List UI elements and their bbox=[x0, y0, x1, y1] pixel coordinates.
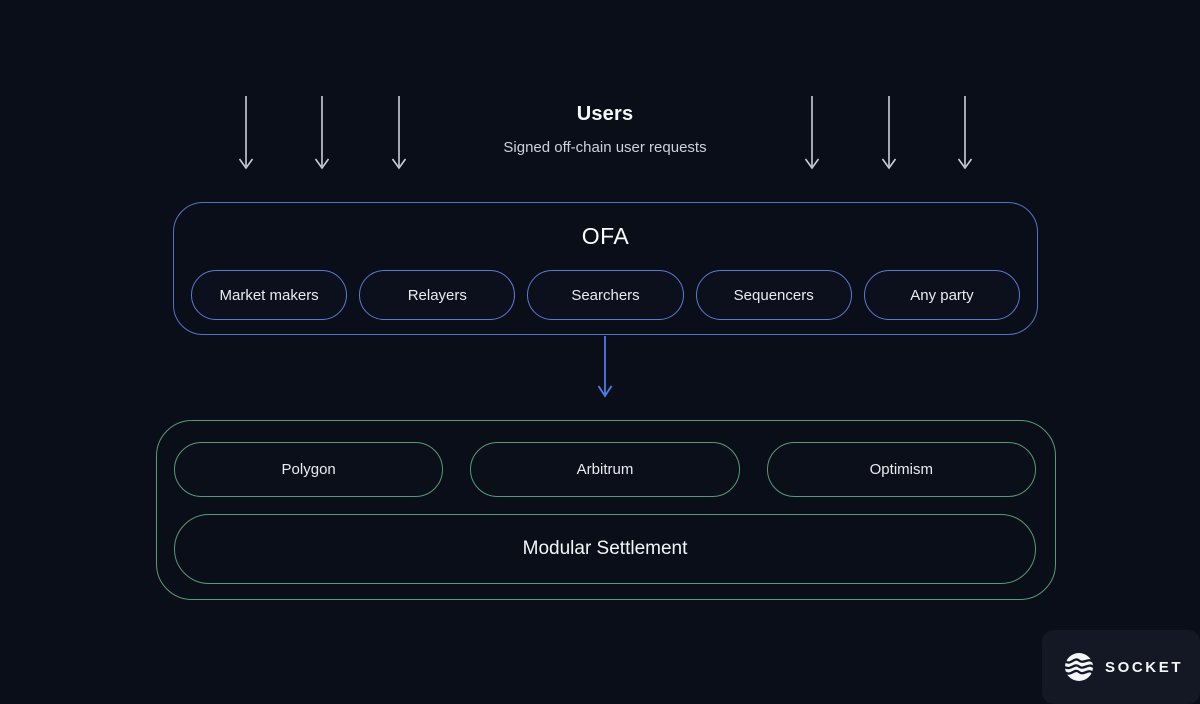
ofa-container: OFA Market makers Relayers Searchers Seq… bbox=[173, 202, 1038, 335]
users-title: Users bbox=[576, 103, 634, 125]
ofa-pill-label: Any party bbox=[910, 286, 974, 304]
chain-pill-label: Optimism bbox=[869, 461, 933, 478]
ofa-pill-label: Sequencers bbox=[733, 286, 814, 304]
ofa-pill-label: Relayers bbox=[407, 286, 467, 304]
modular-settlement-label: Modular Settlement bbox=[522, 538, 688, 559]
ofa-pill-searchers: Searchers bbox=[527, 270, 684, 320]
user-flow-arrow-icon bbox=[957, 96, 973, 170]
user-flow-arrow-icon bbox=[881, 96, 897, 170]
chain-pill-arbitrum: Arbitrum bbox=[470, 442, 740, 497]
ofa-pill-relayers: Relayers bbox=[359, 270, 516, 320]
ofa-pill-sequencers: Sequencers bbox=[695, 270, 852, 320]
brand-badge: SOCKET bbox=[1042, 630, 1200, 704]
ofa-pill-label: Market makers bbox=[219, 286, 319, 304]
user-flow-arrow-icon bbox=[391, 96, 407, 170]
chain-pill-label: Polygon bbox=[281, 461, 336, 478]
users-subtitle: Signed off-chain user requests bbox=[503, 139, 707, 156]
socket-logo-icon bbox=[1064, 653, 1094, 681]
user-flow-arrow-icon bbox=[804, 96, 820, 170]
ofa-title: OFA bbox=[581, 223, 630, 249]
chain-pill-optimism: Optimism bbox=[766, 442, 1036, 497]
ofa-pill-row: Market makers Relayers Searchers Sequenc… bbox=[191, 270, 1021, 320]
flow-arrow-icon bbox=[597, 336, 613, 398]
user-flow-arrow-icon bbox=[314, 96, 330, 170]
modular-settlement-pill: Modular Settlement bbox=[174, 514, 1036, 584]
chain-pill-label: Arbitrum bbox=[576, 461, 634, 478]
settlement-container: Polygon Arbitrum Optimism Modular Settle… bbox=[156, 420, 1056, 600]
user-flow-arrow-icon bbox=[238, 96, 254, 170]
chain-pill-polygon: Polygon bbox=[174, 442, 444, 497]
ofa-pill-any-party: Any party bbox=[863, 270, 1021, 320]
brand-name: SOCKET bbox=[1105, 658, 1184, 676]
ofa-pill-market-makers: Market makers bbox=[191, 270, 348, 320]
chain-pill-row: Polygon Arbitrum Optimism bbox=[174, 442, 1036, 497]
ofa-pill-label: Searchers bbox=[571, 286, 640, 304]
